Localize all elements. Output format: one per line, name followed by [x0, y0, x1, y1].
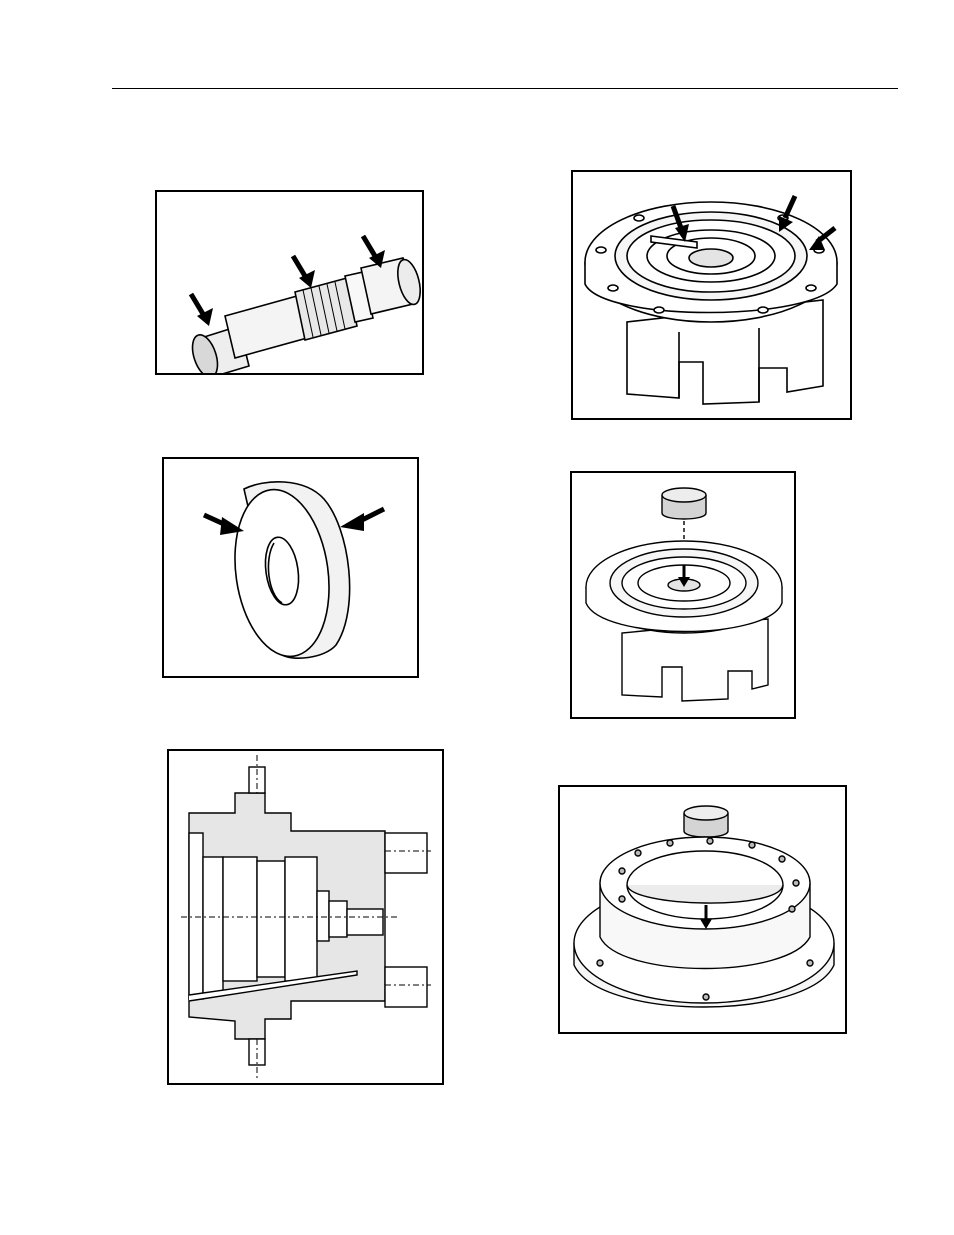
- section-view-illustration: [169, 751, 442, 1083]
- figure-housing-bottom-bushing: [558, 785, 847, 1034]
- disc-illustration: [164, 459, 417, 676]
- header-rule: [112, 88, 898, 89]
- figure-shaft: [155, 190, 424, 375]
- figure-section-view: [167, 749, 444, 1085]
- figure-housing-top: [571, 170, 852, 420]
- figure-housing-bushing: [570, 471, 796, 719]
- shaft-illustration: [157, 192, 422, 373]
- housing-top-illustration: [573, 172, 850, 418]
- housing-bushing-illustration: [572, 473, 794, 717]
- housing-bottom-illustration: [560, 787, 845, 1032]
- figure-disc: [162, 457, 419, 678]
